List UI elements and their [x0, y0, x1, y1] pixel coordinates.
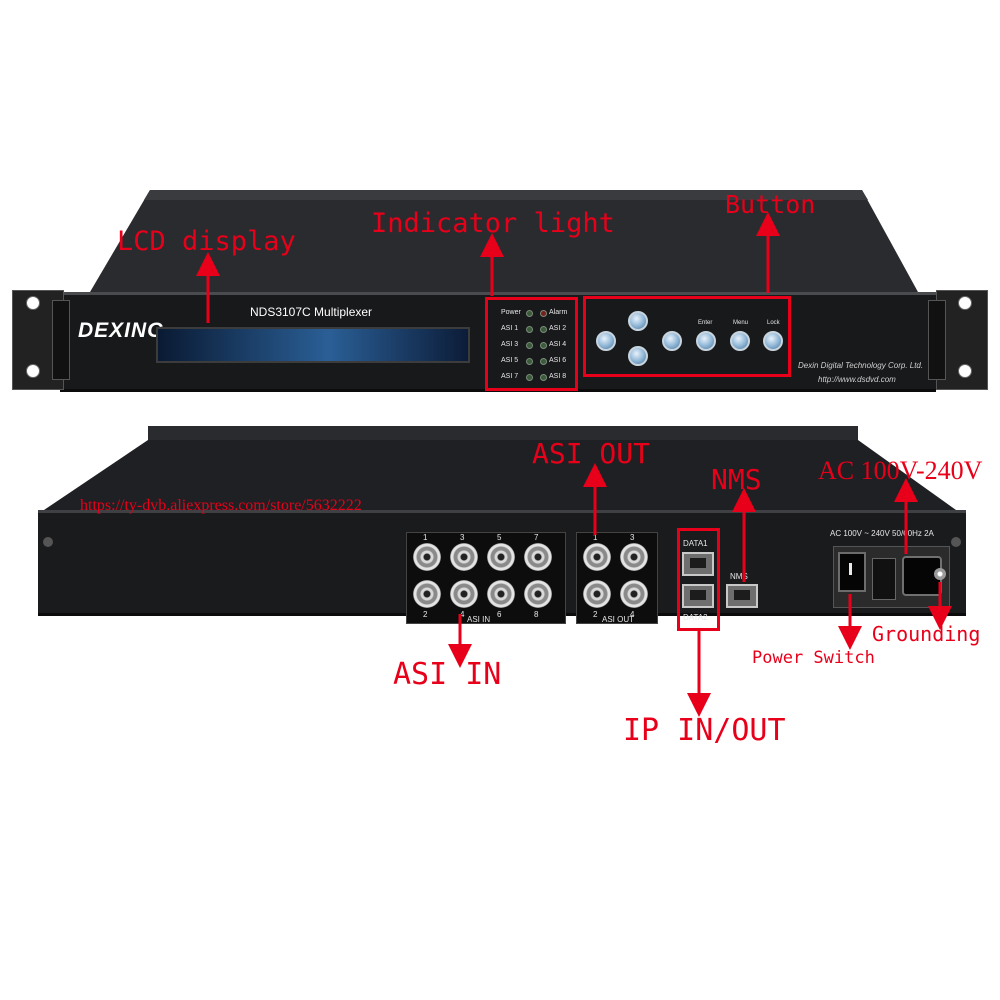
left-arrow-button[interactable] [596, 331, 616, 351]
indicator-label: ASI 8 [549, 373, 567, 380]
rack-hole [26, 364, 40, 378]
lcd-display [156, 327, 470, 363]
power-switch-callout: Power Switch [752, 648, 875, 668]
port-number: 2 [593, 610, 598, 619]
port-number: 5 [497, 533, 502, 542]
menu-button[interactable] [730, 331, 750, 351]
model-label: NDS3107C Multiplexer [250, 305, 373, 319]
indicator-led [526, 310, 533, 317]
indicator-led [526, 358, 533, 365]
indicator-label: ASI 5 [501, 357, 519, 364]
indicator-led [540, 374, 547, 381]
asi-out-panel-label: ASI OUT [602, 615, 635, 624]
data2-ethernet-port[interactable] [682, 584, 714, 608]
ip-in-out-callout: IP IN/OUT [623, 713, 786, 748]
port-number: 4 [630, 610, 635, 619]
lock-button[interactable] [763, 331, 783, 351]
bnc-connector[interactable] [524, 580, 552, 608]
nms-port-label: NMS [730, 572, 748, 581]
indicator-led [540, 310, 547, 317]
store-url-text: https://ty-dvb.aliexpress.com/store/5632… [80, 497, 362, 514]
front-left-handle [52, 300, 70, 380]
rack-hole [958, 296, 972, 310]
indicator-highlight-box [485, 297, 578, 391]
bnc-connector[interactable] [487, 543, 515, 571]
data2-label: DATA2 [683, 613, 708, 622]
bnc-connector[interactable] [450, 580, 478, 608]
enter-button[interactable] [696, 331, 716, 351]
button-highlight-box [583, 296, 791, 377]
indicator-label: ASI 2 [549, 325, 567, 332]
bnc-connector[interactable] [413, 580, 441, 608]
indicator-led [540, 326, 547, 333]
asi-in-callout: ASI IN [393, 657, 502, 692]
port-number: 1 [593, 533, 598, 542]
port-number: 2 [423, 610, 428, 619]
rack-hole [958, 364, 972, 378]
asi-out-callout: ASI OUT [532, 437, 651, 470]
ip-ports-highlight-box [677, 528, 720, 631]
bnc-connector[interactable] [620, 580, 648, 608]
port-number: 7 [534, 533, 539, 542]
indicator-label: Power [501, 309, 521, 316]
front-right-handle [928, 300, 946, 380]
enter-button-label: Enter [698, 320, 713, 326]
indicator-led [526, 374, 533, 381]
up-arrow-button[interactable] [628, 311, 648, 331]
indicator-label: ASI 6 [549, 357, 567, 364]
indicator-label: ASI 1 [501, 325, 519, 332]
rack-hole [26, 296, 40, 310]
fuse-holder [872, 558, 896, 600]
indicator-label: ASI 7 [501, 373, 519, 380]
indicator-label: Alarm [549, 309, 568, 316]
right-arrow-button[interactable] [662, 331, 682, 351]
manufacturer-name: Dexin Digital Technology Corp. Ltd. [798, 361, 924, 370]
grounding-callout: Grounding [872, 622, 981, 646]
bnc-connector[interactable] [620, 543, 648, 571]
indicator-led [526, 326, 533, 333]
bnc-connector[interactable] [413, 543, 441, 571]
port-number: 6 [497, 610, 502, 619]
bnc-connector[interactable] [583, 543, 611, 571]
power-switch-rocker-icon [849, 563, 852, 575]
power-switch[interactable] [838, 552, 866, 592]
port-number: 4 [460, 610, 465, 619]
lock-button-label: Lock [767, 320, 780, 326]
power-rating-label: AC 100V ~ 240V 50/60Hz 2A [830, 529, 934, 538]
indicator-led [540, 358, 547, 365]
indicator-label: ASI 4 [549, 341, 567, 348]
port-number: 1 [423, 533, 428, 542]
lcd-display-callout: LCD display [117, 226, 296, 257]
menu-button-label: Menu [733, 320, 749, 326]
indicator-light-callout: Indicator light [371, 208, 615, 239]
bnc-connector[interactable] [487, 580, 515, 608]
indicator-led [526, 342, 533, 349]
nms-ethernet-port[interactable] [726, 584, 758, 608]
brand-logo: DEXING [78, 319, 165, 342]
down-arrow-button[interactable] [628, 346, 648, 366]
ground-terminal[interactable] [934, 568, 946, 580]
indicator-label: ASI 3 [501, 341, 519, 348]
bnc-connector[interactable] [583, 580, 611, 608]
port-number: 8 [534, 610, 539, 619]
bnc-connector[interactable] [450, 543, 478, 571]
bnc-connector[interactable] [524, 543, 552, 571]
data1-label: DATA1 [683, 539, 708, 548]
manufacturer-url: http://www.dsdvd.com [818, 375, 896, 384]
port-number: 3 [630, 533, 635, 542]
port-number: 3 [460, 533, 465, 542]
data1-ethernet-port[interactable] [682, 552, 714, 576]
asi-in-panel-label: ASI IN [467, 615, 491, 624]
indicator-led [540, 342, 547, 349]
